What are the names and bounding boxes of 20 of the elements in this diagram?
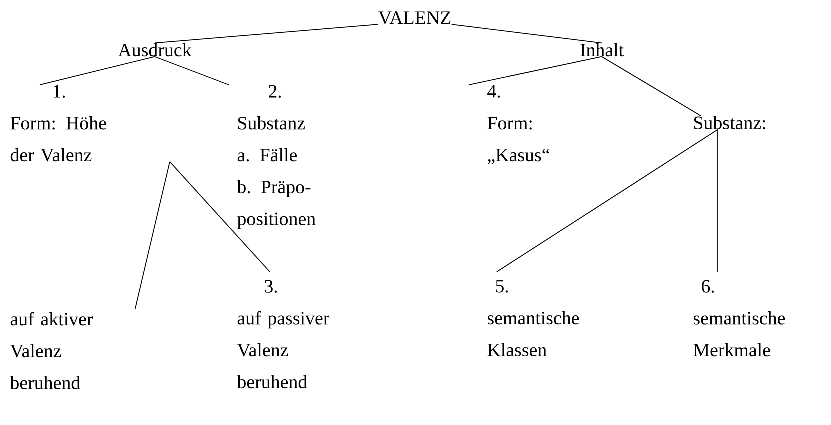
tree-label: 5. semantische Klassen xyxy=(488,280,580,357)
branch-line xyxy=(602,56,702,116)
branch-line xyxy=(154,56,230,86)
tree-label: auf aktiver Valenz beruhend xyxy=(10,312,94,390)
tree-label: 6. semantische Merkmale xyxy=(694,280,786,357)
tree-label: Inhalt xyxy=(580,43,624,57)
branch-line xyxy=(496,129,718,272)
branch-line xyxy=(451,24,602,44)
tree-label: 2. Substanz a. Fälle b. Präpo- positionen xyxy=(237,85,316,230)
tree-label: 3. auf passiver Valenz beruhend xyxy=(237,280,330,389)
tree-label: VALENZ xyxy=(378,12,451,24)
tree-label: Ausdruck xyxy=(118,43,192,57)
tree-label: Substanz: xyxy=(694,116,766,130)
tree-label: 1. Form: Höhe der Valenz xyxy=(10,85,106,162)
tree-label: 4. Form: „Kasus“ xyxy=(488,85,550,164)
branch-line xyxy=(468,56,602,86)
branch-line xyxy=(134,162,170,310)
branch-line xyxy=(154,24,379,44)
branch-line xyxy=(40,56,156,86)
branch-line xyxy=(170,162,270,272)
